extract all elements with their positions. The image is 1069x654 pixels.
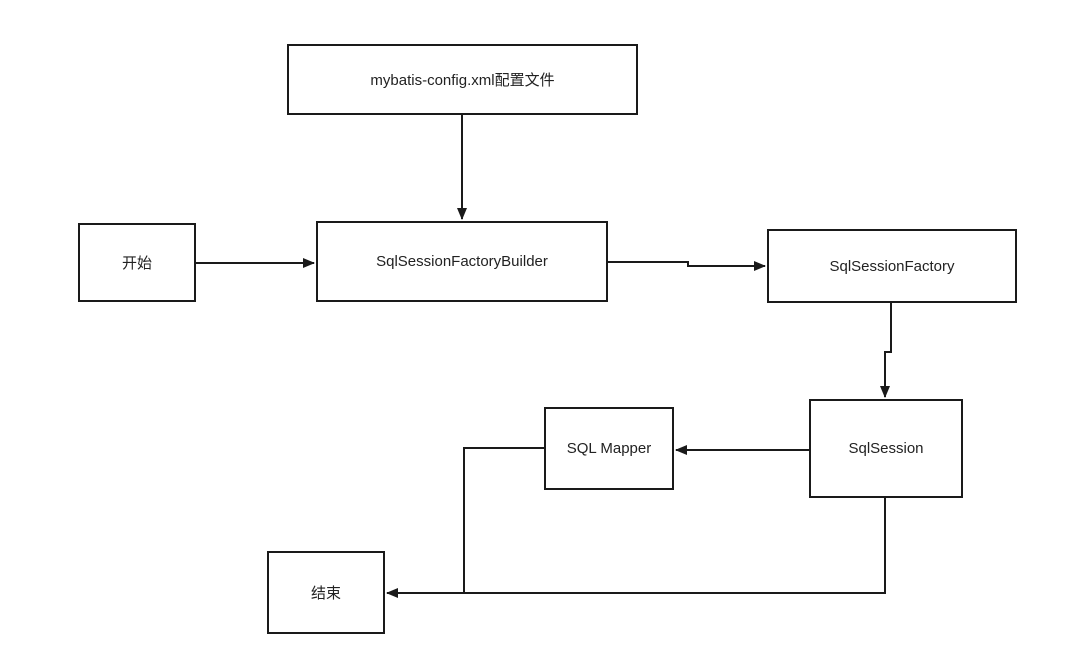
config-file-label: mybatis-config.xml配置文件 bbox=[370, 72, 555, 89]
sqlsession-label: SqlSession bbox=[848, 440, 924, 457]
config-file-node: mybatis-config.xml配置文件 bbox=[287, 44, 638, 115]
sqlsessionfactory-label: SqlSessionFactory bbox=[829, 257, 955, 275]
start-node: 开始 bbox=[78, 223, 196, 302]
end-label: 结束 bbox=[310, 585, 341, 602]
edge-builder-to-factory bbox=[608, 261, 766, 271]
start-label: 开始 bbox=[121, 255, 152, 272]
sqlsessionfactorybuilder-label: SqlSessionFactoryBuilder bbox=[376, 253, 548, 270]
edge-session-to-end bbox=[464, 498, 886, 594]
sqlsession-node: SqlSession bbox=[809, 399, 963, 498]
end-node: 结束 bbox=[267, 551, 385, 634]
edge-factory-to-session bbox=[880, 303, 892, 398]
sql-mapper-label: SQL Mapper bbox=[566, 440, 652, 457]
edge-mapper-to-end bbox=[386, 447, 544, 598]
sql-mapper-node: SQL Mapper bbox=[544, 407, 674, 490]
sqlsessionfactorybuilder-node: SqlSessionFactoryBuilder bbox=[316, 221, 608, 302]
sqlsessionfactory-node: SqlSessionFactory bbox=[767, 229, 1017, 303]
